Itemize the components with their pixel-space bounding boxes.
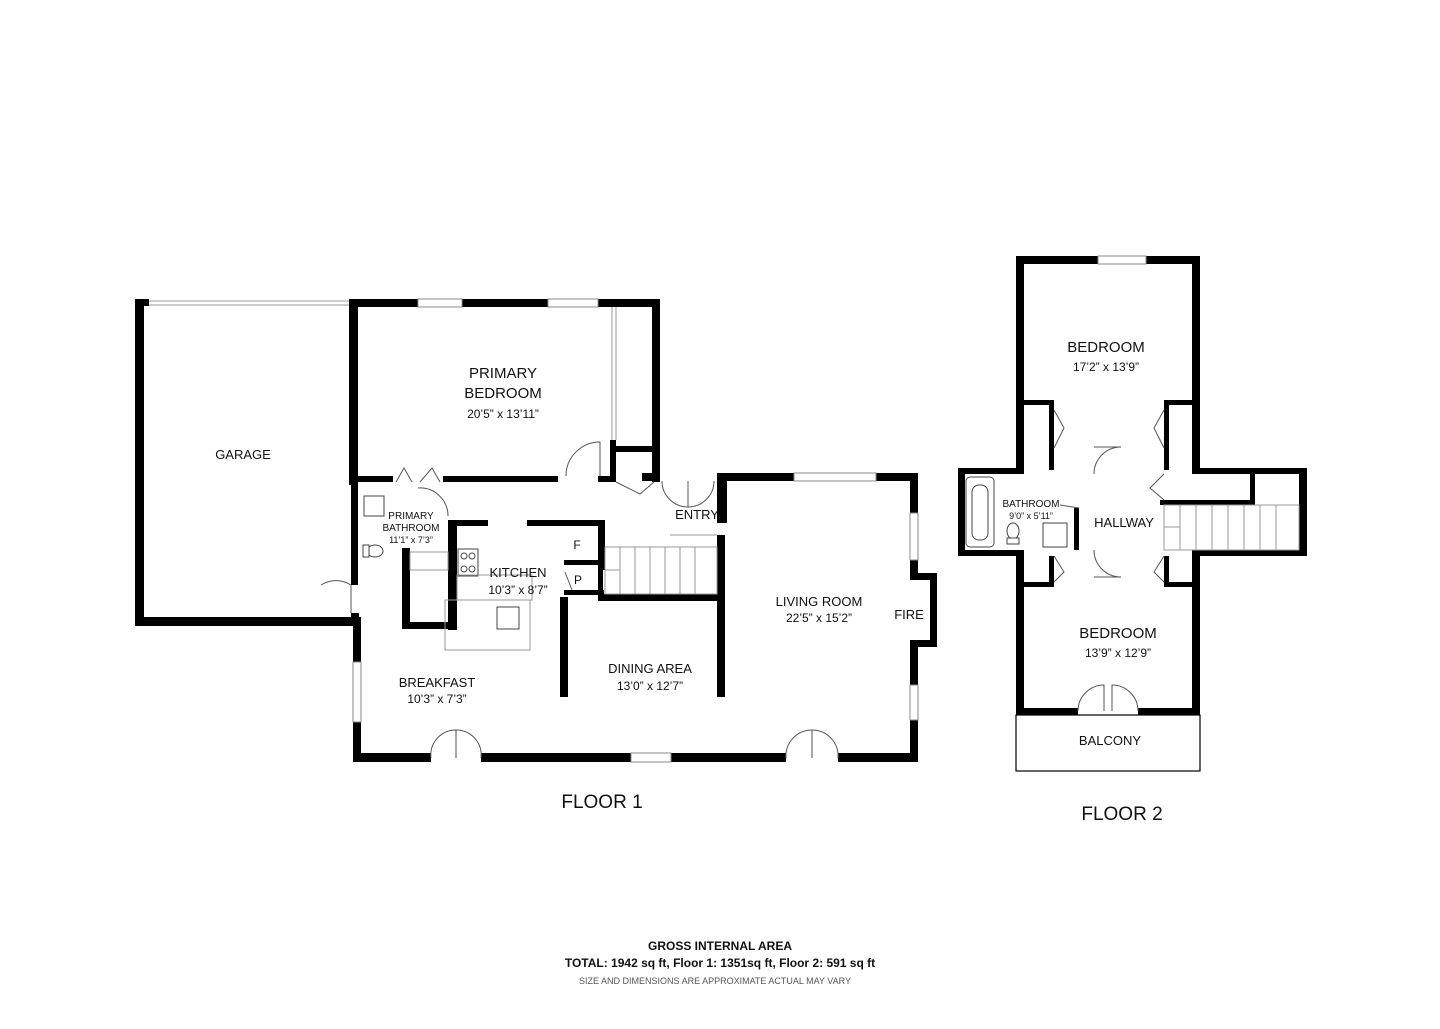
garage-label: GARAGE (215, 447, 271, 462)
dining-area-dimensions: 13’0” x 12’7” (617, 679, 683, 693)
floor-2-title: FLOOR 2 (1081, 804, 1162, 825)
primary-bedroom-dimensions: 20’5” x 13’11” (467, 407, 539, 421)
breakfast-label: BREAKFAST (399, 675, 476, 690)
floor-2-fixtures (965, 476, 1068, 548)
floor-1-fixtures (362, 495, 533, 651)
bedroom-bottom-label: BEDROOM (1079, 625, 1157, 642)
dining-area-label: DINING AREA (608, 661, 692, 676)
living-room-dimensions: 22’5” x 15’2” (786, 611, 852, 625)
floor-2-exterior-walls (958, 256, 1307, 715)
floor-2-stairs (1163, 504, 1300, 551)
floor-1-plan: GARAGE PRIMARY BEDROOM 20’5” x 13’11” PR… (135, 298, 937, 813)
primary-bedroom-label-line2: BEDROOM (464, 385, 542, 402)
floor-2-top-window (1097, 255, 1147, 265)
floor-2-plan: BEDROOM 17’2” x 13’9” BATHROOM 9’0” x 5’… (958, 255, 1307, 825)
floor-1-doors (320, 441, 839, 759)
primary-bathroom-label-line2: BATHROOM (382, 523, 439, 534)
balcony-label: BALCONY (1079, 733, 1141, 748)
primary-bathroom-label-line1: PRIMARY (388, 511, 434, 522)
bathroom-dimensions: 9’0” x 5’11” (1009, 511, 1053, 521)
bathroom-label: BATHROOM (1002, 499, 1059, 510)
bedroom-top-dimensions: 17’2” x 13’9” (1073, 360, 1139, 374)
floor-1-labels: GARAGE PRIMARY BEDROOM 20’5” x 13’11” PR… (215, 365, 924, 813)
kitchen-dimensions: 10’3” x 8’7” (488, 583, 547, 597)
floor-1-windows (352, 298, 919, 763)
living-room-label: LIVING ROOM (776, 594, 863, 609)
floor-2-doors (1053, 409, 1165, 712)
gross-area-totals: TOTAL: 1942 sq ft, Floor 1: 1351sq ft, F… (565, 956, 875, 970)
floor-1-stairs (604, 534, 718, 595)
floor-1-title: FLOOR 1 (561, 792, 642, 813)
hallway-label: HALLWAY (1094, 515, 1154, 530)
primary-bedroom-label-line1: PRIMARY (469, 365, 537, 382)
floor-2-labels: BEDROOM 17’2” x 13’9” BATHROOM 9’0” x 5’… (1002, 339, 1162, 825)
area-summary: GROSS INTERNAL AREA TOTAL: 1942 sq ft, F… (565, 939, 875, 986)
bedroom-bottom-dimensions: 13’9” x 12’9” (1085, 646, 1151, 660)
breakfast-dimensions: 10’3” x 7’3” (407, 692, 466, 706)
freezer-label: F (573, 538, 580, 552)
size-disclaimer: SIZE AND DIMENSIONS ARE APPROXIMATE ACTU… (579, 976, 851, 986)
kitchen-label: KITCHEN (489, 565, 546, 580)
floor-1-interior-walls (358, 307, 727, 697)
primary-bathroom-dimensions: 11’1” x 7’3” (389, 535, 433, 545)
balcony-outline (1015, 714, 1201, 772)
floor-2-interior-walls (1024, 400, 1255, 587)
bedroom-top-label: BEDROOM (1067, 339, 1145, 356)
gross-area-title: GROSS INTERNAL AREA (648, 939, 792, 953)
pantry-label: P (574, 573, 582, 587)
fire-label: FIRE (894, 607, 924, 622)
garage-walls (135, 299, 359, 626)
floor-1-exterior-walls (349, 299, 937, 762)
entry-label: ENTRY (675, 507, 719, 522)
